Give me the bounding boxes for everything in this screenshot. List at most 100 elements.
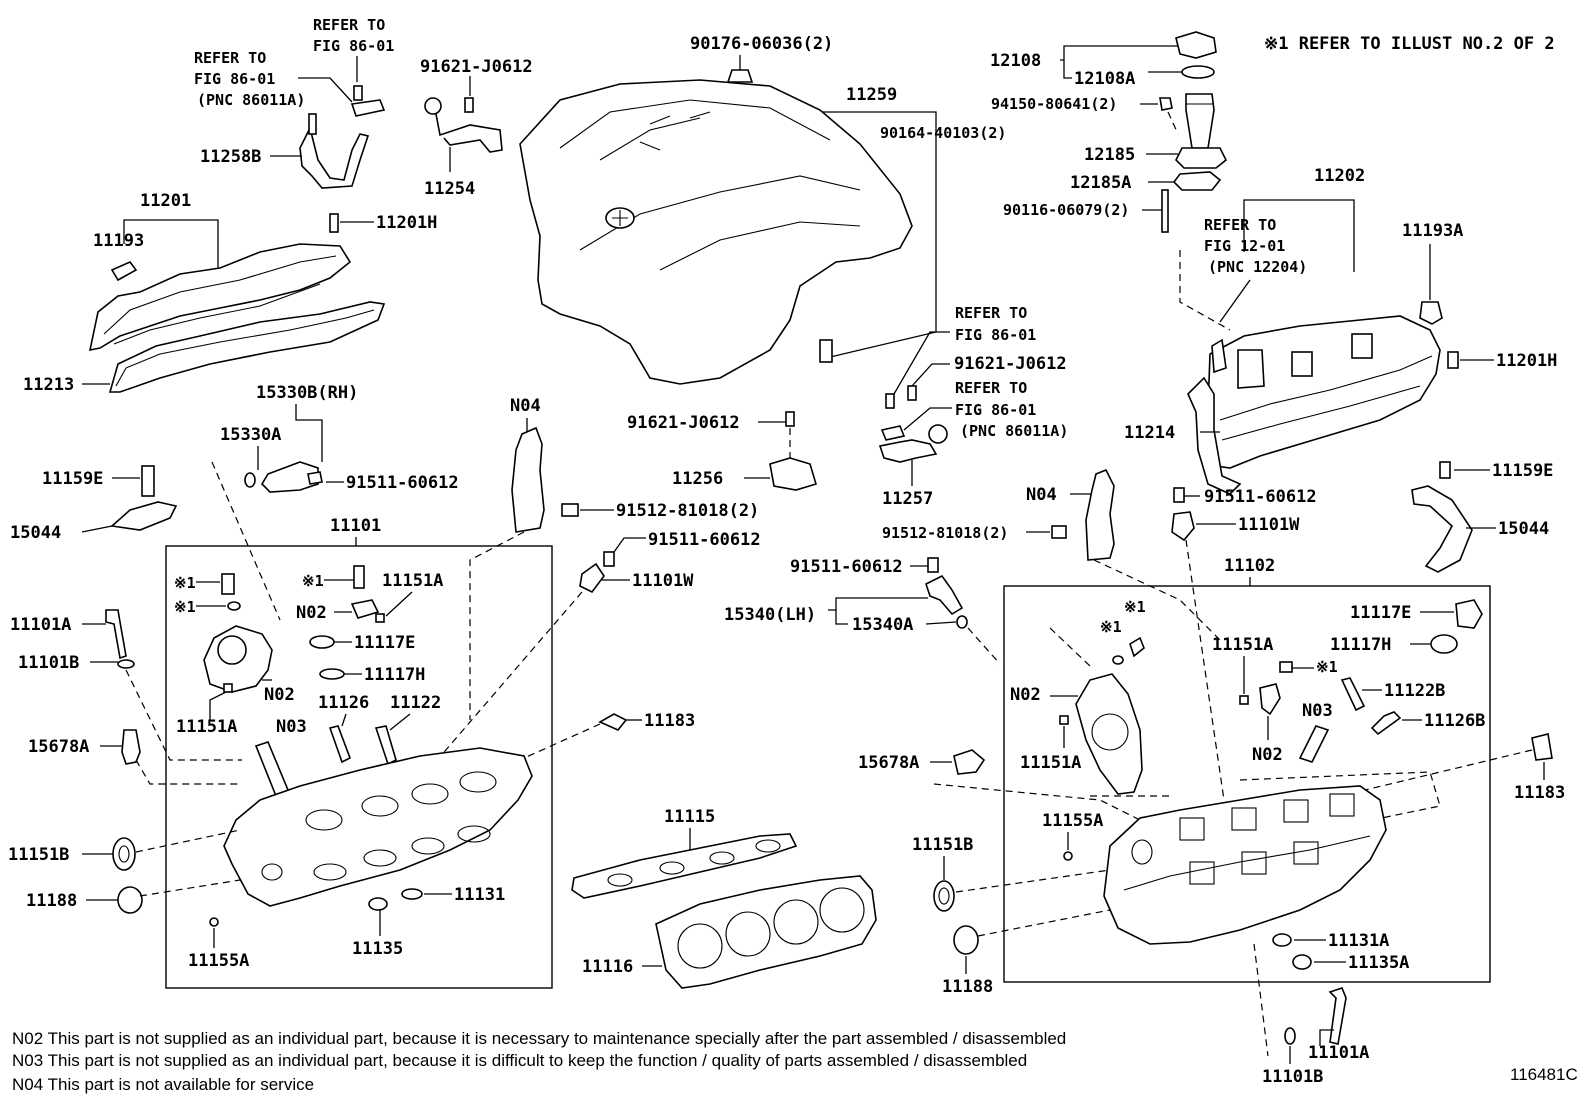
part-number[interactable]: N04 xyxy=(1026,485,1057,505)
ref-fig[interactable]: FIG 86-01 xyxy=(194,70,275,88)
ref-label[interactable]: REFER TO xyxy=(1204,216,1276,234)
part-number[interactable]: 11155A xyxy=(1042,811,1103,831)
ref-fig[interactable]: FIG 86-01 xyxy=(313,37,394,55)
part-number[interactable]: 12185A xyxy=(1070,173,1131,193)
part-number[interactable]: 11131A xyxy=(1328,931,1389,951)
ref-pnc[interactable]: (PNC 12204) xyxy=(1208,258,1307,276)
part-number[interactable]: 11257 xyxy=(882,489,933,509)
part-number[interactable]: 11122 xyxy=(390,693,441,713)
part-number[interactable]: 11101A xyxy=(1308,1043,1369,1063)
part-number[interactable]: 15330A xyxy=(220,425,281,445)
part-number[interactable]: 11159E xyxy=(42,469,103,489)
part-number[interactable]: N02 xyxy=(296,603,327,623)
part-number[interactable]: 11101 xyxy=(330,516,381,536)
part-number[interactable]: 91621-J0612 xyxy=(420,57,533,77)
ref-fig[interactable]: FIG 12-01 xyxy=(1204,237,1285,255)
part-number[interactable]: 11101B xyxy=(18,653,79,673)
part-number[interactable]: 11183 xyxy=(644,711,695,731)
part-number[interactable]: 15340A xyxy=(852,615,913,635)
part-number[interactable]: 15044 xyxy=(10,523,61,543)
part-number[interactable]: 11202 xyxy=(1314,166,1365,186)
ref-fig[interactable]: FIG 86-01 xyxy=(955,326,1036,344)
part-number[interactable]: N04 xyxy=(510,396,541,416)
part-number[interactable]: 11188 xyxy=(942,977,993,997)
part-number[interactable]: 11214 xyxy=(1124,423,1175,443)
part-number[interactable]: 91512-81018(2) xyxy=(882,524,1008,542)
part-number[interactable]: 11117E xyxy=(354,633,415,653)
part-number[interactable]: 11258B xyxy=(200,147,261,167)
ref-pnc[interactable]: (PNC 86011A) xyxy=(960,422,1068,440)
part-number[interactable]: 11151A xyxy=(1212,635,1273,655)
part-number[interactable]: 11101W xyxy=(1238,515,1300,535)
part-number[interactable]: 11102 xyxy=(1224,556,1275,576)
part-number[interactable]: 12185 xyxy=(1084,145,1135,165)
note-ref[interactable]: ※1 xyxy=(1316,658,1338,676)
part-number[interactable]: 91512-81018(2) xyxy=(616,501,759,521)
part-number[interactable]: 11151A xyxy=(1020,753,1081,773)
part-number[interactable]: 11135 xyxy=(352,939,403,959)
part-number[interactable]: 11256 xyxy=(672,469,723,489)
part-number[interactable]: 11193 xyxy=(93,231,144,251)
part-number[interactable]: 91511-60612 xyxy=(346,473,459,493)
ref-label[interactable]: REFER TO xyxy=(194,49,266,67)
part-number[interactable]: 11155A xyxy=(188,951,249,971)
part-number[interactable]: 11151A xyxy=(176,717,237,737)
part-number[interactable]: 11201H xyxy=(1496,351,1557,371)
part-number[interactable]: 11151B xyxy=(8,845,69,865)
part-number[interactable]: 15044 xyxy=(1498,519,1549,539)
ref-label[interactable]: REFER TO xyxy=(955,304,1027,322)
part-number[interactable]: N03 xyxy=(276,717,307,737)
part-number[interactable]: 11159E xyxy=(1492,461,1553,481)
part-number[interactable]: 11135A xyxy=(1348,953,1409,973)
part-number[interactable]: 11213 xyxy=(23,375,74,395)
part-number[interactable]: 91511-60612 xyxy=(790,557,903,577)
part-number[interactable]: 11126B xyxy=(1424,711,1485,731)
part-number[interactable]: 90176-06036(2) xyxy=(690,34,833,54)
part-number[interactable]: 15678A xyxy=(28,737,89,757)
part-number[interactable]: 11101W xyxy=(632,571,694,591)
part-number[interactable]: 15678A xyxy=(858,753,919,773)
part-number[interactable]: 15330B(RH) xyxy=(256,383,358,403)
part-number[interactable]: 91621-J0612 xyxy=(954,354,1067,374)
part-number[interactable]: 11151B xyxy=(912,835,973,855)
part-number[interactable]: 15340(LH) xyxy=(724,605,816,625)
part-number[interactable]: 11188 xyxy=(26,891,77,911)
part-number[interactable]: 90116-06079(2) xyxy=(1003,201,1129,219)
part-number[interactable]: 11117E xyxy=(1350,603,1411,623)
note-ref[interactable]: ※1 xyxy=(1124,598,1146,616)
part-number[interactable]: 11254 xyxy=(424,179,475,199)
part-number[interactable]: 12108A xyxy=(1074,69,1135,89)
part-number[interactable]: 11183 xyxy=(1514,783,1565,803)
part-number[interactable]: 11115 xyxy=(664,807,715,827)
part-number[interactable]: N02 xyxy=(1010,685,1041,705)
part-number[interactable]: 11117H xyxy=(1330,635,1391,655)
part-number[interactable]: N02 xyxy=(264,685,295,705)
part-number[interactable]: 11126 xyxy=(318,693,369,713)
part-number[interactable]: 94150-80641(2) xyxy=(991,95,1117,113)
part-number[interactable]: 91511-60612 xyxy=(1204,487,1317,507)
part-number[interactable]: 90164-40103(2) xyxy=(880,124,1006,142)
part-number[interactable]: 11101A xyxy=(10,615,71,635)
part-number[interactable]: 91621-J0612 xyxy=(627,413,740,433)
part-number[interactable]: 11201H xyxy=(376,213,437,233)
part-number[interactable]: N03 xyxy=(1302,701,1333,721)
ref-label[interactable]: REFER TO xyxy=(955,379,1027,397)
note-ref[interactable]: ※1 xyxy=(174,598,196,616)
part-number[interactable]: 11131 xyxy=(454,885,505,905)
part-number[interactable]: 91511-60612 xyxy=(648,530,761,550)
part-number[interactable]: 11122B xyxy=(1384,681,1445,701)
part-number[interactable]: 12108 xyxy=(990,51,1041,71)
note-ref[interactable]: ※1 xyxy=(1100,618,1122,636)
ref-pnc[interactable]: (PNC 86011A) xyxy=(197,91,305,109)
part-number[interactable]: 11201 xyxy=(140,191,191,211)
part-number[interactable]: N02 xyxy=(1252,745,1283,765)
part-number[interactable]: 11151A xyxy=(382,571,443,591)
part-number[interactable]: 11116 xyxy=(582,957,633,977)
ref-fig[interactable]: FIG 86-01 xyxy=(955,401,1036,419)
part-number[interactable]: 11117H xyxy=(364,665,425,685)
note-ref[interactable]: ※1 xyxy=(174,574,196,592)
note-ref[interactable]: ※1 xyxy=(302,572,324,590)
part-number[interactable]: 11101B xyxy=(1262,1067,1323,1087)
ref-label[interactable]: REFER TO xyxy=(313,16,385,34)
part-number[interactable]: 11193A xyxy=(1402,221,1463,241)
